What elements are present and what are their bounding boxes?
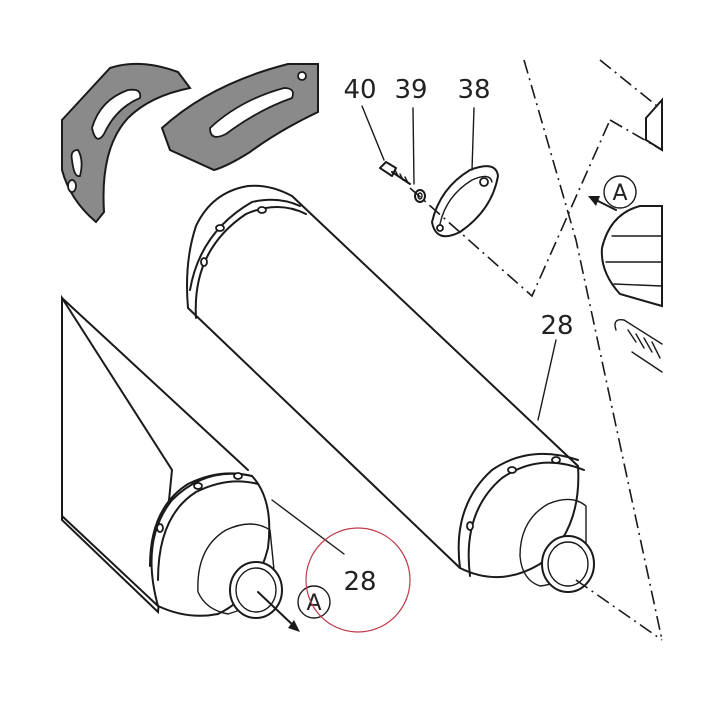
marker-a-left-text: A: [306, 591, 321, 616]
part-label-28-left: 28: [343, 567, 376, 597]
header-pipe-partial: [600, 97, 663, 308]
part-label-39: 39: [394, 75, 427, 105]
silencer-right: [186, 184, 595, 593]
spring-partial: [614, 319, 663, 373]
arrow-to-a-right: [588, 196, 617, 211]
arrow-to-a-left: [257, 591, 300, 632]
mounting-bracket-left: [61, 62, 192, 224]
leader-lines: [271, 105, 557, 555]
assembly-axes: [409, 59, 663, 641]
end-cap-38: [430, 165, 500, 238]
marker-a-right-text: A: [612, 181, 627, 206]
silencer-left: [61, 294, 283, 619]
marker-a-right: A: [603, 175, 637, 209]
part-label-38: 38: [457, 75, 490, 105]
mounting-bracket-right: [160, 63, 319, 172]
part-label-40: 40: [343, 75, 376, 105]
highlight-ring: [305, 527, 411, 633]
bolt-40: [379, 161, 411, 185]
marker-a-left: A: [297, 585, 331, 619]
part-label-28-right: 28: [540, 311, 573, 341]
